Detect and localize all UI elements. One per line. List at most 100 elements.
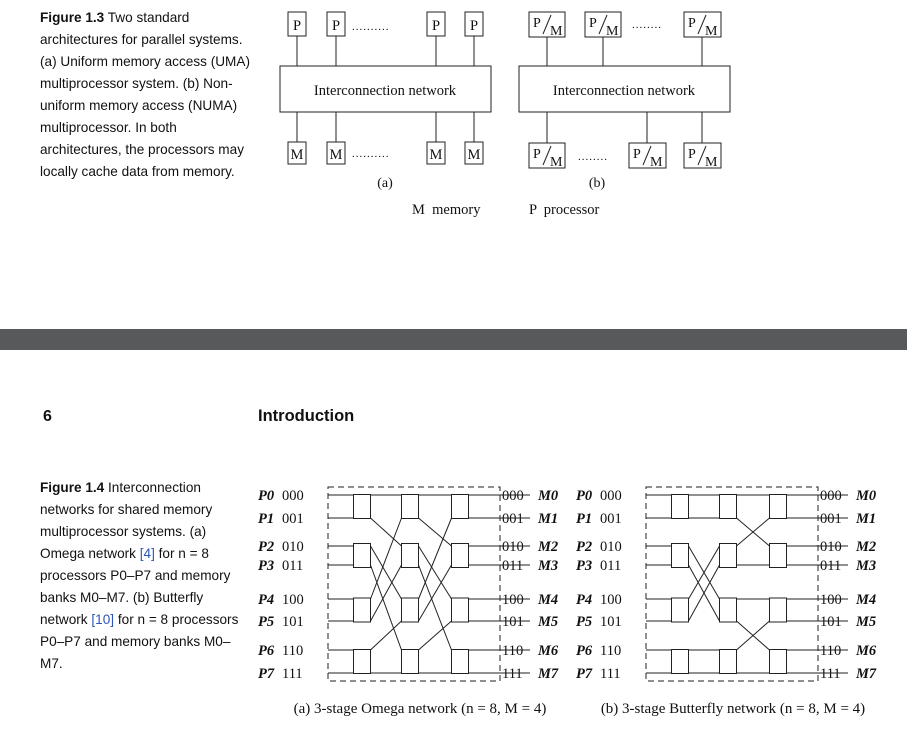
address-label: 001 bbox=[282, 511, 304, 527]
wire bbox=[370, 564, 402, 622]
subfigure-a-label: (a) bbox=[377, 176, 393, 191]
figure-text: Interconnection networks for shared memo… bbox=[40, 480, 213, 561]
memory-label: M bbox=[430, 147, 443, 163]
wire bbox=[418, 517, 452, 600]
citation-link[interactable]: [4] bbox=[139, 546, 155, 561]
switch-box bbox=[451, 649, 469, 674]
memory-label: M1 bbox=[855, 511, 876, 527]
pm-p: P bbox=[688, 16, 696, 31]
pm-m: M bbox=[705, 155, 718, 170]
switch-box bbox=[769, 543, 787, 568]
wire bbox=[370, 564, 402, 651]
address-label: 010 bbox=[820, 539, 842, 555]
pm-m: M bbox=[606, 24, 619, 39]
memory-label: M bbox=[330, 147, 343, 163]
switch-box bbox=[769, 649, 787, 674]
switch-box bbox=[401, 543, 419, 568]
address-label: 100 bbox=[600, 592, 622, 608]
address-label: 111 bbox=[282, 666, 303, 682]
switch-box bbox=[719, 597, 737, 623]
switch-box bbox=[353, 543, 371, 568]
processor-label: P6 bbox=[258, 643, 275, 659]
pm-m: M bbox=[705, 24, 718, 39]
memory-label: M2 bbox=[537, 539, 558, 555]
switch-box bbox=[353, 494, 371, 519]
pm-p: P bbox=[533, 147, 541, 162]
figure-1-3-caption: Figure 1.3 Two standard architectures fo… bbox=[40, 7, 250, 183]
processor-label: P6 bbox=[576, 643, 593, 659]
memory-label: M2 bbox=[855, 539, 876, 555]
memory-label: M3 bbox=[855, 558, 876, 574]
ellipsis: .......... bbox=[352, 21, 390, 33]
network-caption: (b) 3-stage Butterfly network (n = 8, M … bbox=[601, 701, 865, 717]
memory-label: M7 bbox=[537, 666, 559, 682]
address-label: 101 bbox=[502, 614, 524, 630]
figure-text: for n = 8 processors P0–P7 and memory ba… bbox=[40, 612, 239, 671]
memory-label: M1 bbox=[537, 511, 558, 527]
wire bbox=[418, 517, 452, 547]
processor-label: P1 bbox=[576, 511, 592, 527]
subfigure-b-label: (b) bbox=[589, 176, 606, 191]
wire bbox=[370, 620, 402, 651]
network-frame bbox=[327, 486, 501, 682]
address-label: 101 bbox=[282, 614, 304, 630]
figure-1-3-diagram: Interconnection network P P P P M M M M … bbox=[279, 11, 731, 218]
processor-label: P bbox=[332, 18, 340, 34]
running-head: Introduction bbox=[258, 407, 355, 425]
processor-label: P1 bbox=[258, 511, 274, 527]
processor-label: P4 bbox=[576, 592, 592, 608]
pm-m: M bbox=[650, 155, 663, 170]
legend-processor: P processor bbox=[529, 202, 600, 218]
address-label: 011 bbox=[600, 558, 621, 574]
wire bbox=[688, 545, 720, 600]
address-label: 110 bbox=[502, 643, 523, 659]
address-label: 111 bbox=[820, 666, 841, 682]
memory-label: M5 bbox=[855, 614, 876, 630]
ellipsis: ........ bbox=[578, 151, 608, 163]
wire bbox=[688, 564, 720, 622]
address-label: 000 bbox=[502, 488, 524, 504]
switch-box bbox=[719, 543, 737, 568]
address-label: 010 bbox=[502, 539, 524, 555]
switch-box bbox=[451, 543, 469, 568]
address-label: 100 bbox=[820, 592, 842, 608]
switch-box bbox=[769, 597, 787, 623]
address-label: 011 bbox=[282, 558, 303, 574]
processor-label: P bbox=[293, 18, 301, 34]
wire bbox=[418, 545, 452, 600]
processor-label: P7 bbox=[576, 666, 593, 682]
processor-label: P5 bbox=[258, 614, 274, 630]
wire bbox=[736, 620, 770, 651]
ellipsis: .......... bbox=[352, 148, 390, 160]
wire bbox=[736, 517, 770, 547]
processor-label: P0 bbox=[258, 488, 274, 504]
wire bbox=[418, 564, 452, 622]
figure-text: for n = 8 processors P0–P7 and memory ba… bbox=[40, 546, 231, 627]
memory-label: M0 bbox=[537, 488, 558, 504]
memory-label: M bbox=[291, 147, 304, 163]
address-label: 011 bbox=[820, 558, 841, 574]
processor-label: P bbox=[470, 18, 478, 34]
citation-link[interactable]: [10] bbox=[91, 612, 115, 627]
address-label: 000 bbox=[282, 488, 304, 504]
memory-label: M6 bbox=[855, 643, 877, 659]
switch-box bbox=[769, 494, 787, 519]
switch-box bbox=[671, 597, 689, 623]
address-label: 000 bbox=[820, 488, 842, 504]
switch-box bbox=[719, 494, 737, 519]
address-label: 110 bbox=[600, 643, 621, 659]
switch-box bbox=[671, 543, 689, 568]
page-number: 6 bbox=[43, 408, 52, 425]
pm-p: P bbox=[633, 147, 641, 162]
uma-network-box bbox=[279, 65, 492, 113]
legend-memory: M memory bbox=[412, 202, 481, 218]
switch-box bbox=[671, 494, 689, 519]
address-label: 111 bbox=[600, 666, 621, 682]
wire bbox=[370, 517, 402, 600]
pm-m: M bbox=[550, 155, 563, 170]
wire bbox=[418, 620, 452, 651]
memory-label: M5 bbox=[537, 614, 558, 630]
address-label: 001 bbox=[820, 511, 842, 527]
memory-label: M0 bbox=[855, 488, 876, 504]
address-label: 010 bbox=[600, 539, 622, 555]
